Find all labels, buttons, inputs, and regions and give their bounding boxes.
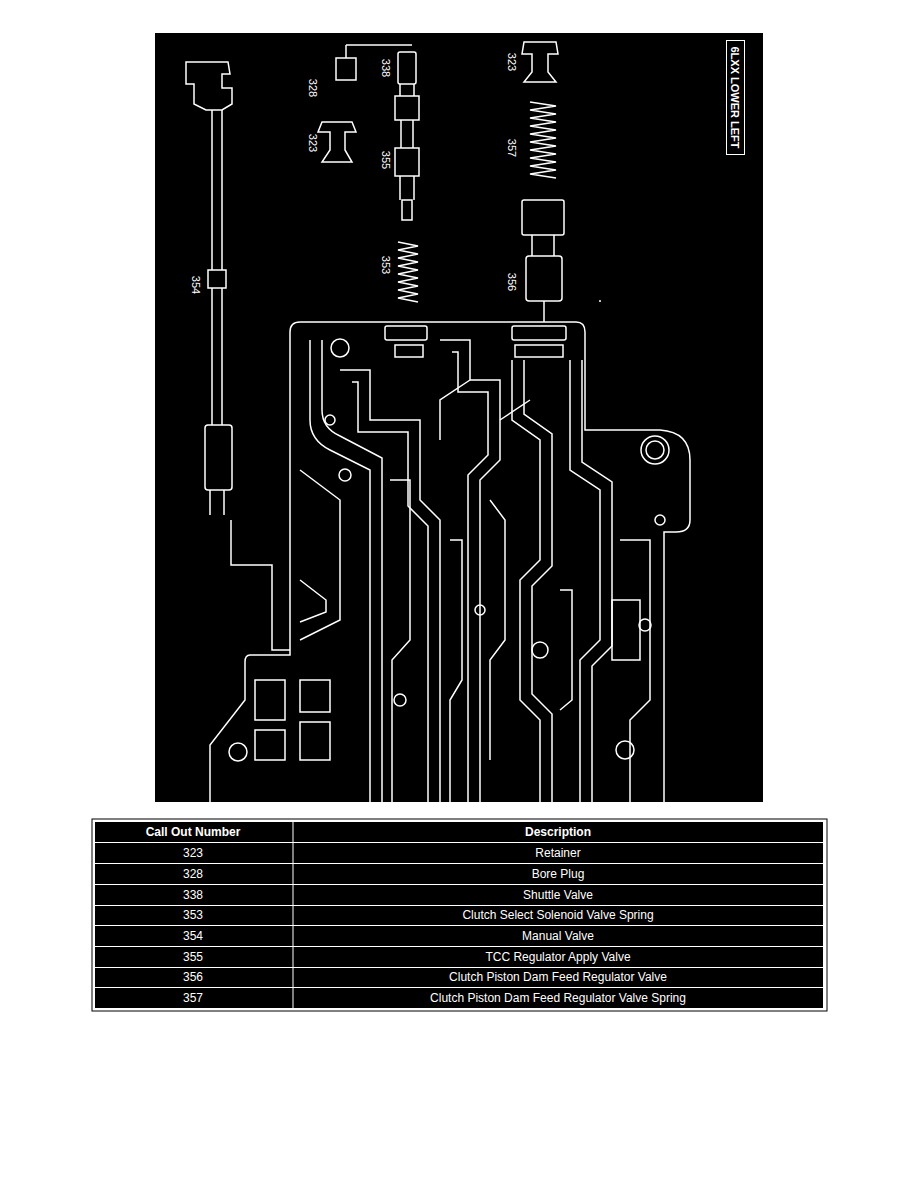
table-cell: 323 bbox=[183, 846, 203, 860]
callout-number: 338 bbox=[380, 59, 392, 77]
table-cell: TCC Regulator Apply Valve bbox=[485, 950, 630, 964]
view-tag-box: 6LXX LOWER LEFT bbox=[726, 40, 745, 155]
table-cell: Shuttle Valve bbox=[523, 888, 593, 902]
callout-number: 323 bbox=[307, 134, 319, 152]
table-cell: Clutch Piston Dam Feed Regulator Valve S… bbox=[430, 991, 686, 1005]
callout-number: 357 bbox=[506, 139, 518, 157]
table-cell: 355 bbox=[183, 950, 203, 964]
callout-number: 355 bbox=[380, 151, 392, 169]
table-cell: Clutch Piston Dam Feed Regulator Valve bbox=[449, 970, 667, 984]
table-header: Description bbox=[525, 825, 591, 839]
table-cell: Manual Valve bbox=[522, 929, 594, 943]
callout-number: 354 bbox=[190, 276, 202, 294]
callout-number: 353 bbox=[380, 256, 392, 274]
table-cell: 356 bbox=[183, 970, 203, 984]
callout-number: 328 bbox=[307, 79, 319, 97]
table-cell: 353 bbox=[183, 908, 203, 922]
callout-number: 356 bbox=[506, 273, 518, 291]
table-cell: Retainer bbox=[535, 846, 580, 860]
table-header: Call Out Number bbox=[146, 825, 241, 839]
table-cell: 338 bbox=[183, 888, 203, 902]
callout-number: 323 bbox=[506, 53, 518, 71]
table-cell: 328 bbox=[183, 867, 203, 881]
table-cell: 357 bbox=[183, 991, 203, 1005]
table-cell: Bore Plug bbox=[532, 867, 585, 881]
view-tag-text: 6LXX LOWER LEFT bbox=[728, 46, 741, 148]
table-cell: Clutch Select Solenoid Valve Spring bbox=[462, 908, 653, 922]
table-cell: 354 bbox=[183, 929, 203, 943]
